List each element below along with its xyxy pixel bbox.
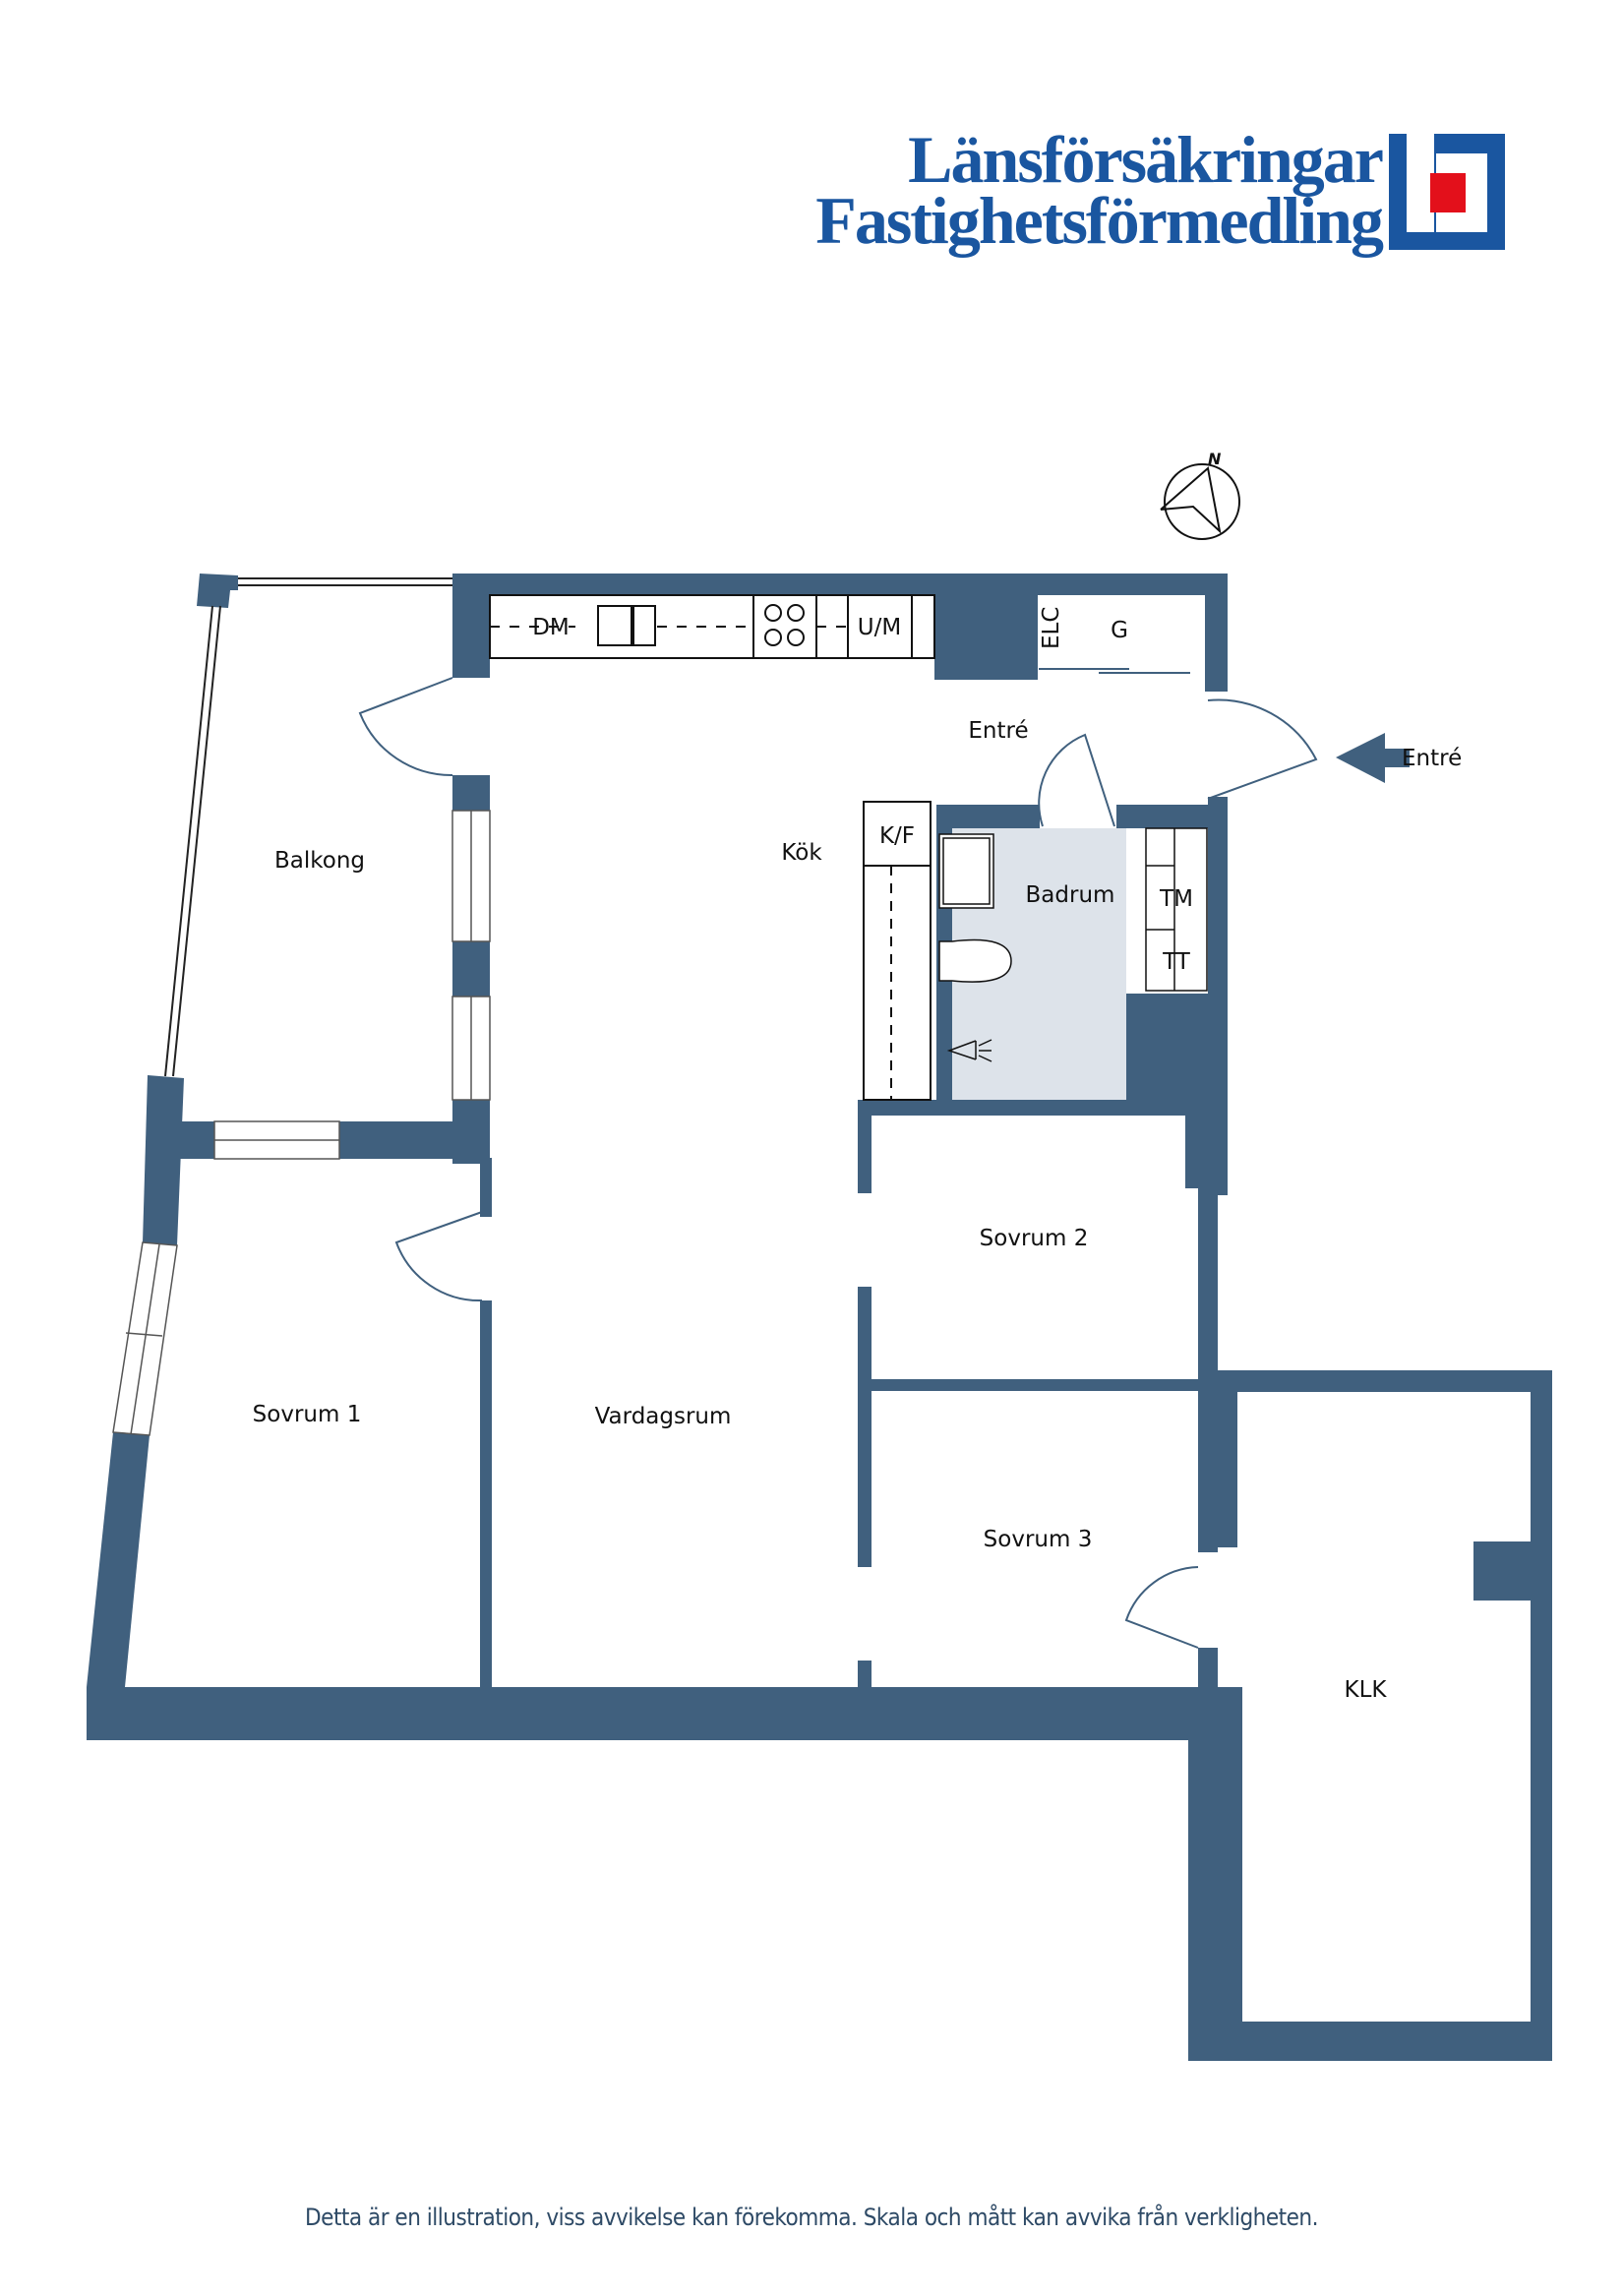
entrance-marker-label: Entré [1402,746,1462,771]
washer-dryer [1145,827,1208,992]
balcony-door [358,677,453,777]
room-label-sovrum3: Sovrum 3 [984,1527,1093,1552]
label-elc: ELC [1039,607,1064,649]
brand-logo: Länsförsäkringar Fastighetsförmedling [723,126,1510,273]
room-label-kok: Kök [781,840,822,866]
closet [1038,595,1205,674]
disclaimer: Detta är en illustration, viss avvikelse… [305,2204,1318,2231]
bathroom-door [1038,733,1115,827]
label-kf: K/F [879,823,915,849]
entrance-arrow-icon [1336,733,1410,783]
toilet-icon [938,938,1012,983]
sovrum3-door [1124,1566,1199,1649]
label-tm: TM [1159,886,1193,912]
windows [112,810,491,1436]
washbasin-icon [938,833,994,909]
label-um: U/M [858,615,901,640]
sovrum1-door [394,1211,483,1302]
brand-name-line1: Länsförsäkringar [908,122,1384,197]
balcony-railing [164,577,452,1077]
brand-name-line2: Fastighetsförmedling [815,183,1384,258]
north-arrow-icon: N [1160,450,1240,540]
label-tt: TT [1162,949,1191,975]
room-label-balkong: Balkong [274,848,365,874]
room-label-klk: KLK [1345,1677,1388,1703]
walls [87,574,1552,2061]
sliding-doors [1039,668,1190,674]
bathroom-fixtures [938,827,1208,992]
fridge-freezer [863,801,932,1101]
entrance-door [1207,698,1318,800]
shower-icon [946,1039,992,1062]
room-label-entre: Entré [968,718,1028,744]
bathroom-door-opening [1040,805,1116,828]
doors [358,677,1318,1649]
room-label-sovrum1: Sovrum 1 [253,1402,362,1427]
kitchen-counter [489,594,935,659]
room-label-badrum: Badrum [1026,882,1115,908]
label-dm: DM [532,615,570,640]
room-label-vardagsrum: Vardagsrum [595,1404,732,1429]
brand-mark-icon [1389,134,1505,250]
sink-icon [597,605,632,646]
label-g: G [1111,618,1128,643]
compass-north-label: N [1208,450,1222,468]
room-label-sovrum2: Sovrum 2 [980,1226,1089,1251]
sink-icon [632,605,656,646]
